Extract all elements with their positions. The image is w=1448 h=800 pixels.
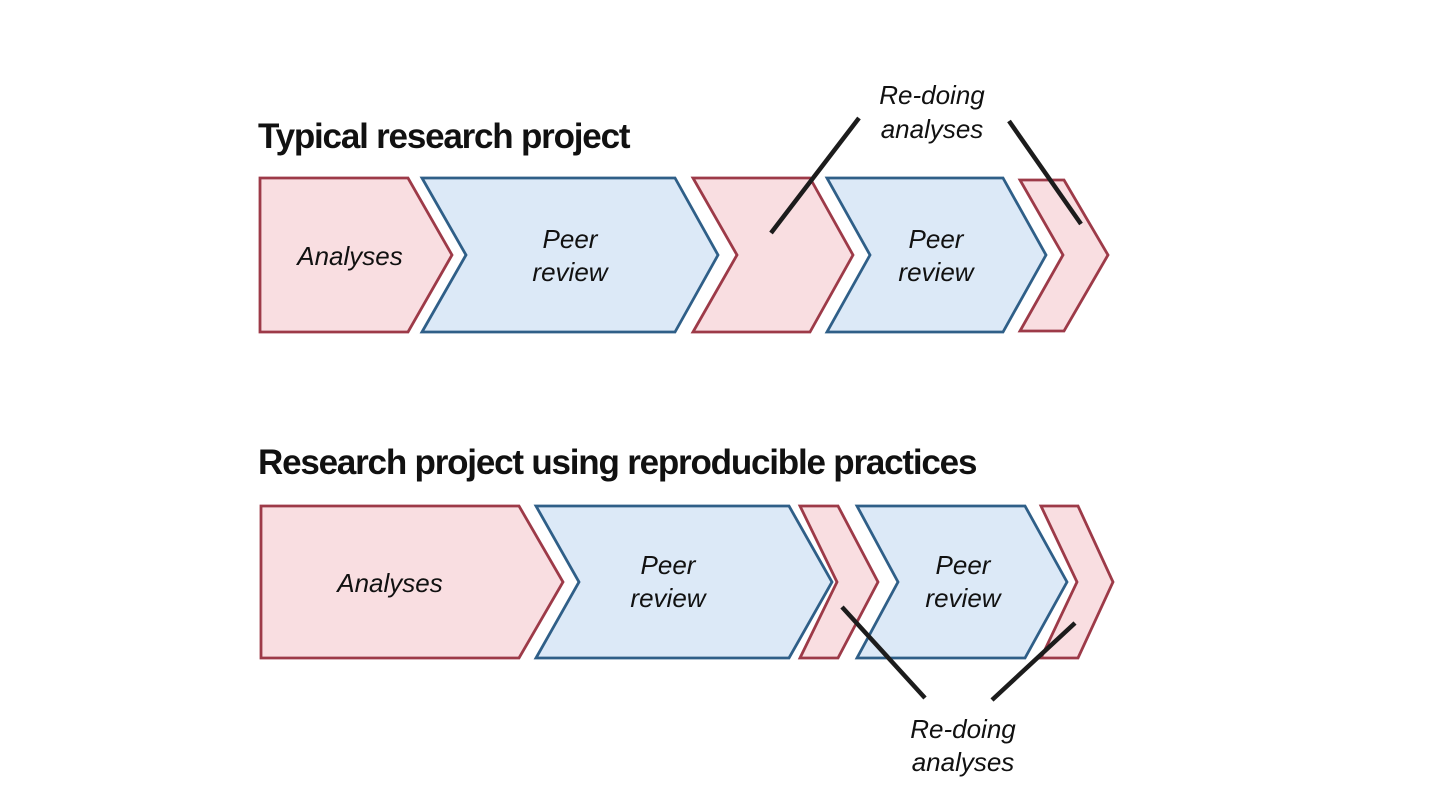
row2-callout-line-left — [840, 605, 927, 700]
row2-title: Research project using reproducible prac… — [258, 443, 977, 482]
row1-annotation-line2: analyses — [881, 114, 984, 144]
row2-annotation-line2: analyses — [912, 747, 1015, 777]
row2-annotation-line1: Re-doing — [910, 714, 1016, 744]
row1-peer-review-2-label-line1: Peer — [909, 224, 965, 254]
row-reproducible-research-project: Research project using reproducible prac… — [258, 443, 1115, 777]
row1-peer-review-2-label-line2: review — [898, 257, 975, 287]
row-typical-research-project: Typical research project Analyses Peer r… — [258, 80, 1110, 334]
row1-callout-line-left — [769, 116, 861, 235]
row1-analyses-label: Analyses — [295, 241, 403, 271]
row1-peer-review-1-label-line2: review — [532, 257, 609, 287]
row2-redo-analyses-chevron-1 — [797, 504, 880, 660]
row1-annotation-line1: Re-doing — [879, 80, 985, 110]
row1-peer-review-arrow-2 — [824, 176, 1048, 334]
row1-callout-line-right — [1007, 119, 1083, 226]
row2-peer-review-arrow-1 — [533, 504, 834, 660]
row1-title: Typical research project — [258, 117, 631, 156]
row2-peer-review-1-label-line2: review — [630, 583, 707, 613]
row2-analyses-label: Analyses — [335, 568, 443, 598]
row1-redo-analyses-chevron-2 — [1017, 178, 1110, 333]
row1-peer-review-arrow-1 — [419, 176, 720, 334]
row2-peer-review-1-label-line1: Peer — [641, 550, 697, 580]
row2-peer-review-2-label-line1: Peer — [936, 550, 992, 580]
row2-redo-analyses-chevron-2 — [1038, 504, 1115, 660]
row2-callout-line-right — [990, 621, 1077, 702]
row1-redo-analyses-chevron-1 — [690, 176, 855, 334]
row2-peer-review-arrow-2 — [854, 504, 1069, 660]
row2-analyses-arrow — [259, 504, 565, 660]
row1-analyses-arrow — [258, 176, 454, 334]
row1-peer-review-1-label-line1: Peer — [543, 224, 599, 254]
row2-peer-review-2-label-line2: review — [925, 583, 1002, 613]
